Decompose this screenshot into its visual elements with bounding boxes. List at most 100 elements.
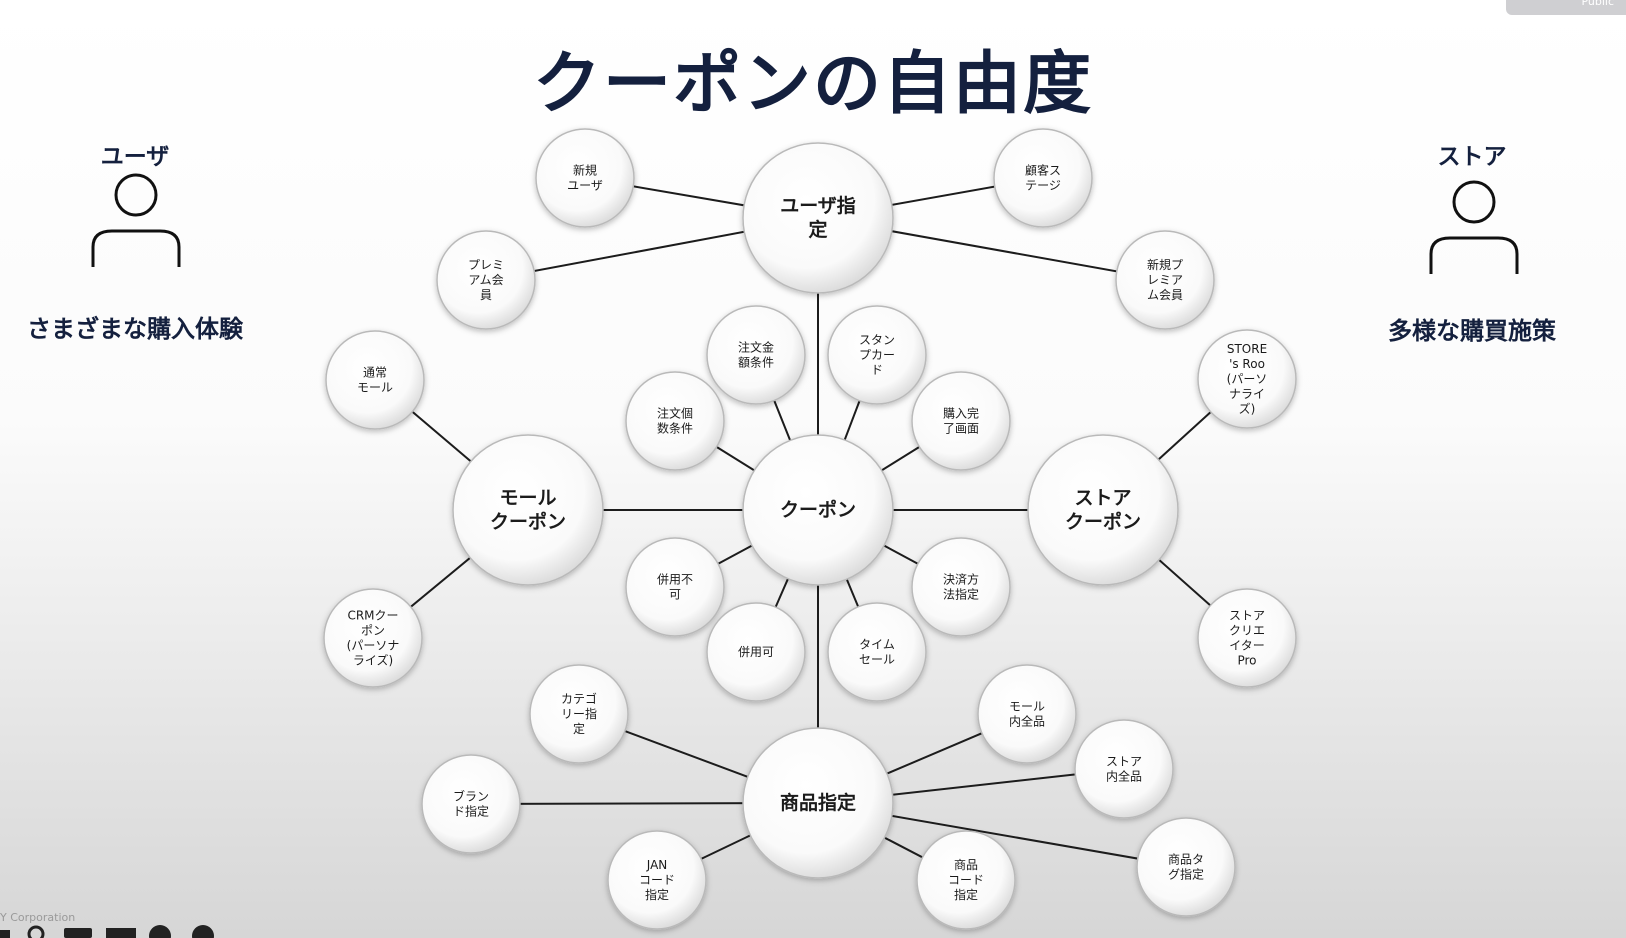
node-label: 新規 (573, 163, 597, 178)
node-label: クリエ (1229, 624, 1265, 638)
node-label: アム会 (468, 273, 503, 287)
node-label: クーポン (490, 510, 566, 533)
node-label: ポン (361, 624, 385, 638)
node-label: ストア (1229, 609, 1265, 623)
node-label: 購入完 (943, 406, 979, 421)
node-label: モール (499, 487, 556, 509)
node-label: モール (357, 381, 393, 395)
store-panel-caption: 多様な購買施策 (1388, 317, 1556, 345)
node-label: 商品指定 (780, 791, 856, 814)
node-circle (535, 128, 635, 228)
node-label: 法指定 (943, 587, 979, 602)
node-circle (706, 602, 806, 702)
node-circle (1197, 329, 1297, 429)
node-circle (1074, 719, 1174, 819)
footer-company: Y Corporation (0, 911, 76, 924)
node-label: ブラン (453, 789, 489, 804)
node-circle (742, 142, 894, 294)
node-circle (625, 537, 725, 637)
nodes-layer: クーポンユーザ指定モールクーポンストアクーポン商品指定新規ユーザプレミアム会員顧… (323, 128, 1297, 930)
node-label: 併用不 (657, 573, 693, 587)
node-label: ナライ (1229, 387, 1265, 401)
node-label: JAN (646, 858, 668, 872)
video-controls (0, 925, 214, 938)
node-combine: 併用可 (706, 602, 806, 702)
record-icon (149, 925, 171, 938)
node-label: テージ (1025, 179, 1061, 193)
node-circle (323, 588, 423, 688)
node-label: 注文個 (657, 406, 693, 421)
node-circle (916, 830, 1016, 930)
node-label: ストア (1106, 755, 1142, 769)
node-label: 指定 (645, 887, 669, 902)
node-label: ストア (1074, 487, 1131, 509)
user-panel-caption: さまざまな購入体験 (27, 315, 243, 343)
node-label: 定 (808, 218, 827, 241)
node-label: 商品タ (1168, 852, 1204, 867)
node-label: イター (1229, 639, 1265, 653)
node-circle (742, 434, 894, 586)
node-label: リー指 (561, 706, 597, 721)
node-circle (993, 128, 1093, 228)
node-label: 注文金 (738, 340, 774, 355)
node-circle (1136, 817, 1236, 917)
node-label: 可 (669, 588, 681, 602)
store-panel: ストア 多様な購買施策 (1322, 137, 1622, 345)
node-label: 新規プ (1147, 257, 1183, 272)
page-title: クーポンの自由度 (532, 45, 1093, 124)
node-circle (977, 664, 1077, 764)
node-label: 決済方 (943, 572, 979, 587)
node-label: ユーザ指 (780, 195, 856, 217)
node-circle (421, 754, 521, 854)
node-label: 併用可 (738, 645, 774, 659)
node-circle (607, 830, 707, 930)
node-circle (911, 537, 1011, 637)
node-label: 員 (480, 288, 492, 302)
node-circle (1197, 588, 1297, 688)
node-circle (827, 602, 927, 702)
node-label: プレミ (468, 258, 504, 272)
store-panel-label: ストア (1437, 144, 1507, 170)
user-panel-label: ユーザ (100, 144, 170, 170)
node-label: 指定 (954, 887, 978, 902)
node-label: カテゴ (561, 691, 597, 706)
node-circle (1027, 434, 1179, 586)
node-circle (436, 230, 536, 330)
search-icon (27, 925, 45, 938)
node-circle (452, 434, 604, 586)
node-label: ド (871, 363, 883, 377)
node-coupon: クーポン (742, 434, 894, 586)
node-circle (706, 305, 806, 405)
node-label: 内全品 (1009, 714, 1045, 729)
node-label: 了画面 (943, 422, 979, 436)
node-label: 定 (573, 721, 585, 736)
node-label: (パーソナ (347, 639, 400, 653)
caption-icon (64, 928, 92, 938)
node-circle (529, 664, 629, 764)
node-circle (742, 727, 894, 879)
user-person-icon (91, 173, 181, 267)
node-label: クーポン (1065, 510, 1141, 533)
visibility-badge: Public (1506, 0, 1626, 15)
node-label: 顧客ス (1025, 163, 1061, 178)
node-label: セール (859, 653, 895, 667)
share-icon (0, 930, 10, 938)
node-circle (827, 305, 927, 405)
node-label: モール (1009, 700, 1045, 714)
node-label: 額条件 (738, 356, 774, 370)
